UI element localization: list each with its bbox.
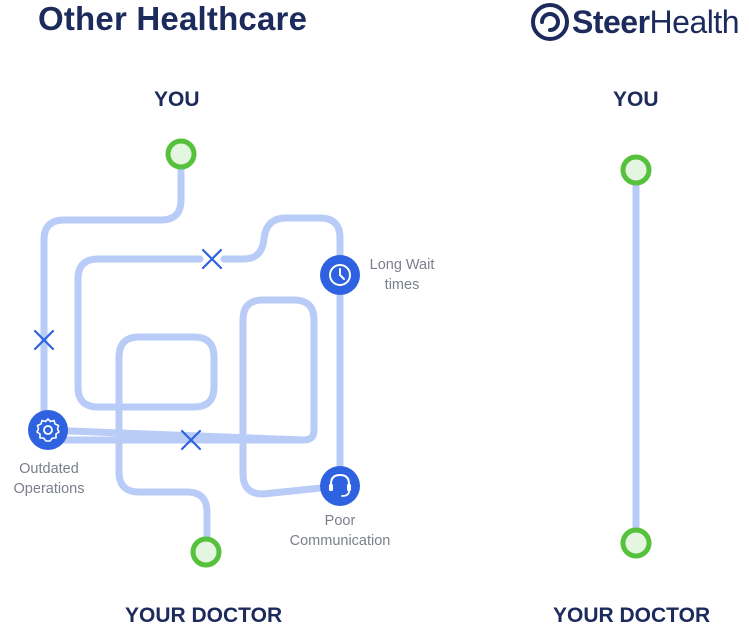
operations-caption-line1: Outdated [19, 461, 79, 477]
operations-caption-line2: Operations [13, 481, 85, 497]
right-doctor-label: YOUR DOCTOR [553, 604, 711, 627]
clock-icon [320, 255, 360, 295]
right-you-label: YOU [613, 88, 659, 111]
x-icon [180, 429, 202, 451]
left-start-node [165, 138, 197, 170]
brand-logo: SteerHealth [528, 0, 740, 44]
left-doctor-label: YOUR DOCTOR [125, 604, 283, 627]
tangled-path-right [220, 214, 344, 490]
wait-caption-line2: times [384, 277, 420, 293]
wait-caption: Long Wait times [362, 255, 442, 295]
gear-icon [28, 410, 68, 450]
x-icon [201, 248, 223, 270]
steer-logo-icon [531, 3, 569, 41]
operations-caption: Outdated Operations [4, 459, 94, 499]
communication-caption-line1: Poor [324, 513, 356, 529]
brand-name-regular: Health [649, 3, 740, 40]
communication-caption-line2: Communication [289, 533, 391, 549]
left-end-node [190, 536, 222, 568]
left-you-label: YOU [154, 88, 200, 111]
brand-name-bold: Steer [572, 3, 650, 40]
tangled-path-main [40, 150, 344, 498]
communication-caption: Poor Communication [280, 511, 400, 551]
x-icon [33, 329, 55, 351]
page-title: Other Healthcare [38, 0, 308, 37]
right-end-node [620, 527, 652, 559]
tangled-path-upper [74, 255, 218, 556]
headset-icon [320, 466, 360, 506]
wait-caption-line1: Long Wait [369, 257, 435, 273]
right-start-node [620, 154, 652, 186]
